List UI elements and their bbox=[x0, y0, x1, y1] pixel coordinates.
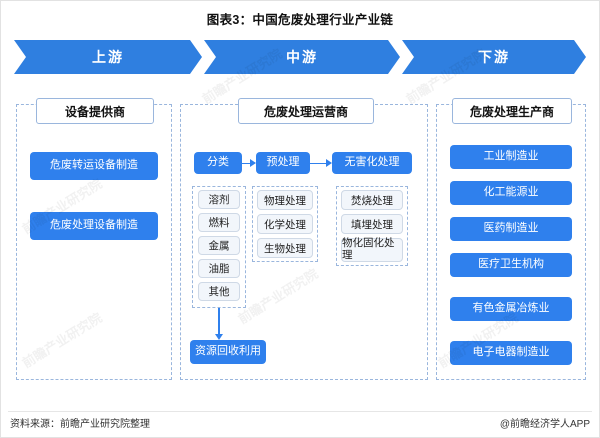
downstream-box-6: 电子电器制造业 bbox=[450, 341, 572, 365]
upstream-box-1: 危废转运设备制造 bbox=[30, 152, 158, 180]
connector-to-recovery bbox=[218, 308, 220, 334]
downstream-box-4: 医疗卫生机构 bbox=[450, 253, 572, 277]
mid-stage-pretreatment: 预处理 bbox=[256, 152, 310, 174]
column-header-downstream: 危废处理生产商 bbox=[452, 98, 572, 124]
downstream-box-2: 化工能源业 bbox=[450, 181, 572, 205]
band-label-downstream: 下游 bbox=[478, 49, 510, 65]
pretreatment-item-3: 生物处理 bbox=[257, 238, 313, 258]
arrow-class-to-pre bbox=[250, 159, 256, 167]
classification-item-1: 溶剂 bbox=[198, 190, 240, 209]
classification-group bbox=[192, 186, 246, 308]
connector-pre-to-harmless bbox=[310, 162, 326, 164]
harmless-group bbox=[336, 186, 408, 266]
band-segment-upstream: 上游 bbox=[14, 40, 202, 74]
pretreatment-group bbox=[252, 186, 318, 262]
page-title: 图表3：中国危废处理行业产业链 bbox=[206, 13, 394, 27]
pretreatment-item-1: 物理处理 bbox=[257, 190, 313, 210]
classification-item-4: 油脂 bbox=[198, 259, 240, 278]
harmless-item-1: 焚烧处理 bbox=[341, 190, 403, 210]
source-note: 资料来源：前瞻产业研究院整理 bbox=[10, 419, 150, 430]
connector-class-to-pre bbox=[242, 162, 250, 164]
classification-item-5: 其他 bbox=[198, 282, 240, 301]
band-label-upstream: 上游 bbox=[92, 49, 124, 65]
band-label-midstream: 中游 bbox=[286, 49, 318, 65]
downstream-box-5: 有色金属冶炼业 bbox=[450, 297, 572, 321]
arrow-to-recovery bbox=[215, 334, 223, 340]
column-header-upstream: 设备提供商 bbox=[36, 98, 154, 124]
arrow-pre-to-harmless bbox=[326, 159, 332, 167]
column-header-midstream: 危废处理运营商 bbox=[238, 98, 374, 124]
pretreatment-item-2: 化学处理 bbox=[257, 214, 313, 234]
downstream-box-1: 工业制造业 bbox=[450, 145, 572, 169]
mid-stage-harmless: 无害化处理 bbox=[332, 152, 412, 174]
harmless-item-3: 物化固化处理 bbox=[341, 238, 403, 262]
brand-note: @前瞻经济学人APP bbox=[499, 419, 590, 430]
classification-item-2: 燃料 bbox=[198, 213, 240, 232]
band-segment-downstream: 下游 bbox=[402, 40, 586, 74]
downstream-box-3: 医药制造业 bbox=[450, 217, 572, 241]
upstream-box-2: 危废处理设备制造 bbox=[30, 212, 158, 240]
column-upstream bbox=[16, 104, 172, 380]
recovery-box: 资源回收利用 bbox=[190, 340, 266, 364]
mid-stage-classification: 分类 bbox=[194, 152, 242, 174]
classification-item-3: 金属 bbox=[198, 236, 240, 255]
value-chain-band: 上游 中游 下游 bbox=[14, 40, 586, 74]
footer-divider bbox=[8, 411, 592, 412]
harmless-item-2: 填埋处理 bbox=[341, 214, 403, 234]
band-segment-midstream: 中游 bbox=[204, 40, 400, 74]
